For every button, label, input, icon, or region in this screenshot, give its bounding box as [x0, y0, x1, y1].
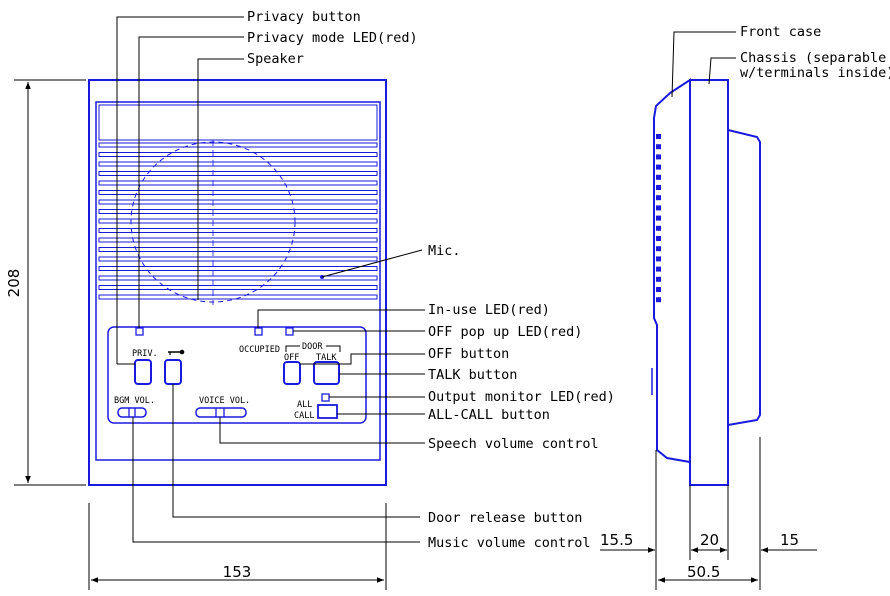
callout-mic: Mic. — [428, 243, 461, 259]
side-grille-slat — [656, 154, 661, 160]
label-door: DOOR — [302, 342, 323, 352]
grille-slat — [98, 142, 378, 148]
grille-slat — [98, 161, 378, 167]
grille-slat — [98, 228, 378, 233]
grille-slat — [98, 171, 378, 176]
door-release-button[interactable] — [164, 359, 182, 385]
front-view: PRIV. OCCUPIED DOOR OFF TALK ALL CALL BG… — [88, 79, 387, 486]
bgm-volume-slider[interactable] — [117, 407, 147, 418]
callout-chassis-2: w/terminals inside) — [740, 65, 890, 81]
voice-volume-slider[interactable] — [195, 407, 247, 418]
grille-slat — [98, 199, 378, 205]
privacy-button[interactable] — [134, 359, 152, 385]
top-panel — [98, 104, 378, 141]
callout-off-button: OFF button — [428, 346, 509, 362]
front-case-outline — [653, 78, 691, 464]
in-use-led — [254, 327, 263, 336]
grille-slat — [98, 218, 378, 224]
callout-labels: Privacy button Privacy mode LED(red) Spe… — [247, 9, 890, 551]
side-grille-slat — [656, 134, 661, 139]
dim-front-depth: 15.5 — [600, 531, 633, 549]
label-all: ALL — [297, 400, 312, 410]
grille-slat — [98, 209, 378, 214]
side-grille-slat — [656, 174, 661, 180]
dim-height: 208 — [5, 269, 23, 298]
label-priv: PRIV. — [132, 349, 158, 359]
off-button[interactable] — [283, 361, 301, 385]
grille-slat — [98, 294, 378, 300]
front-dimensions: 208 153 — [5, 79, 387, 590]
callout-all-call-button: ALL-CALL button — [428, 407, 550, 423]
callout-music-volume: Music volume control — [428, 535, 591, 551]
dim-total-depth: 50.5 — [687, 563, 720, 581]
side-grille-slat — [656, 225, 661, 231]
callout-talk-button: TALK button — [428, 367, 517, 383]
side-grille-slat — [656, 256, 661, 262]
privacy-led — [135, 327, 144, 336]
grille-slat — [98, 180, 378, 186]
side-grille-slat — [656, 195, 661, 201]
side-grille-slat — [656, 236, 661, 241]
callout-door-release: Door release button — [428, 510, 582, 526]
grille-slat — [98, 256, 378, 262]
side-grille-slat — [656, 205, 661, 211]
side-view — [651, 31, 761, 486]
callout-chassis-1: Chassis (separable — [740, 50, 886, 66]
label-talk: TALK — [316, 353, 337, 363]
callout-speaker: Speaker — [247, 51, 304, 67]
side-grille-slat — [656, 215, 661, 221]
speaker-grille — [98, 142, 378, 300]
side-grille-slat — [656, 287, 661, 292]
dim-width: 153 — [223, 563, 252, 581]
grille-slat — [98, 275, 378, 281]
off-popup-led — [285, 327, 294, 336]
label-voice-vol: VOICE VOL. — [199, 396, 250, 406]
callout-privacy-button: Privacy button — [247, 9, 361, 25]
inner-frame — [95, 101, 381, 461]
label-off: OFF — [284, 353, 299, 363]
side-grille-slat — [656, 144, 661, 150]
side-grille-slat — [656, 276, 661, 282]
side-dimensions: 15.5 20 15 50.5 — [600, 437, 817, 590]
callout-front-case: Front case — [740, 24, 821, 40]
control-panel — [107, 326, 367, 424]
grille-slat — [98, 190, 378, 195]
grille-slat — [98, 247, 378, 252]
dim-box-depth: 15 — [780, 531, 799, 549]
side-grille-slat — [656, 185, 661, 190]
side-grille-slat — [656, 266, 661, 272]
grille-slat — [98, 266, 378, 271]
callout-off-popup-led: OFF pop up LED(red) — [428, 324, 582, 340]
side-grille-slat — [656, 246, 661, 252]
talk-button[interactable] — [313, 361, 340, 385]
dim-chassis-depth: 20 — [700, 531, 719, 549]
side-grille-slat — [656, 164, 661, 170]
callout-speech-volume: Speech volume control — [428, 436, 599, 452]
outer-frame — [88, 79, 387, 486]
grille-slat — [98, 237, 378, 243]
grille-slat — [98, 152, 378, 157]
callout-in-use-led: In-use LED(red) — [428, 302, 550, 318]
label-occupied: OCCUPIED — [239, 345, 280, 355]
output-monitor-led — [321, 393, 330, 402]
chassis-outline — [689, 79, 729, 486]
key-icon — [168, 349, 185, 355]
grille-slat — [98, 285, 378, 290]
callout-output-monitor-led: Output monitor LED(red) — [428, 389, 615, 405]
side-grille — [656, 134, 661, 303]
all-call-button[interactable] — [317, 404, 338, 419]
leader-lines — [116, 16, 425, 543]
label-bgm-vol: BGM VOL. — [114, 396, 155, 406]
side-grille-slat — [656, 297, 661, 303]
callout-privacy-led: Privacy mode LED(red) — [247, 30, 418, 46]
back-box-outline — [727, 129, 761, 426]
label-call: CALL — [294, 411, 314, 421]
